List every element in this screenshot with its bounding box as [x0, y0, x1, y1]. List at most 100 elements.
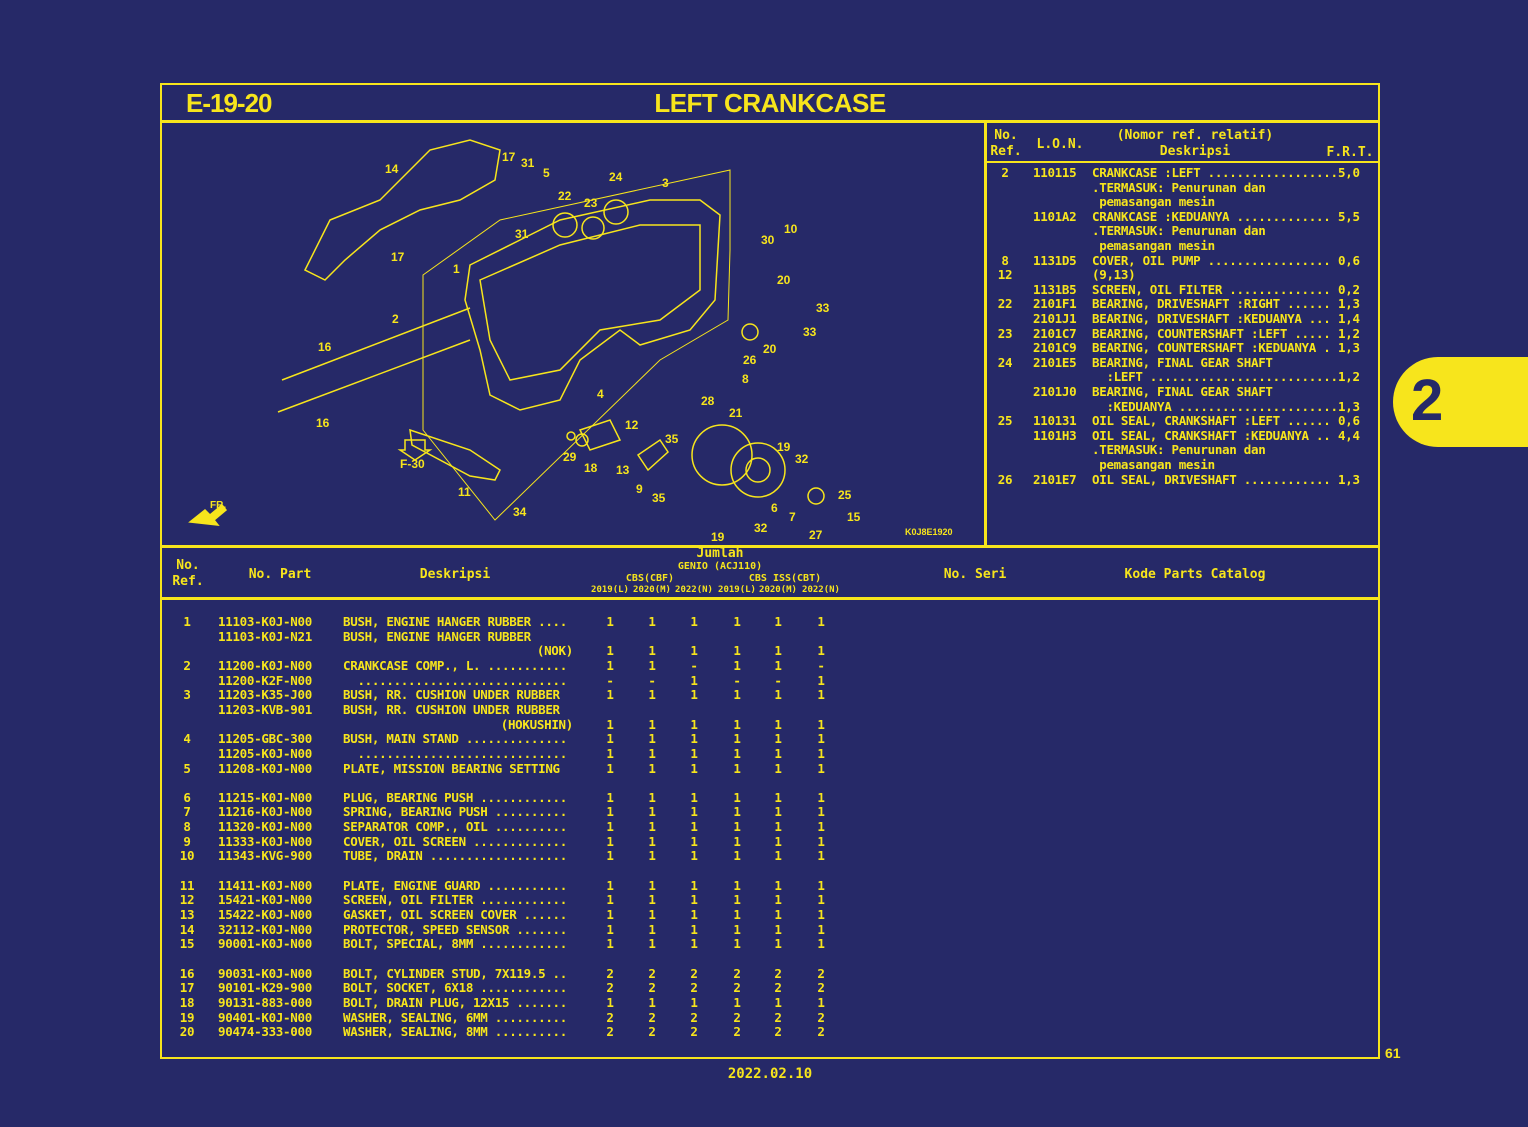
frt-ref: 22 [997, 296, 1013, 312]
callout-label: 35 [665, 432, 679, 446]
part-qty: 1 [733, 907, 741, 922]
frt-lon: 1131B5 [1033, 281, 1077, 297]
part-ref: 5 [183, 760, 191, 776]
year-header: 2022(N) [802, 585, 840, 595]
frt-desc: OIL SEAL, CRANKSHAFT :KEDUANYA .. [1092, 427, 1331, 443]
part-qty: 2 [733, 1009, 741, 1025]
part-number: 90001-K0J-N00 [218, 936, 312, 952]
part-qty: 1 [648, 936, 656, 952]
part-qty: 2 [690, 1024, 698, 1040]
part-qty: 1 [817, 848, 825, 864]
part-qty: 2 [690, 980, 698, 996]
frt-desc: (9,13) [1092, 267, 1136, 283]
callout-label: 8 [742, 372, 749, 386]
part-ref: 19 [179, 1009, 195, 1025]
engine-hanger [303, 139, 501, 281]
part-number: 11200-K2F-N00 [218, 672, 312, 688]
part-number: 11205-K0J-N00 [218, 745, 312, 761]
part-qty: 2 [817, 965, 825, 981]
frt-lon: 2101C7 [1033, 325, 1077, 341]
part-ref: 2 [183, 657, 191, 673]
part-qty: 1 [774, 614, 782, 629]
f30-arrow [397, 439, 433, 461]
part-desc: COVER, OIL SCREEN ............. [343, 833, 567, 849]
part-qty: 1 [733, 892, 741, 908]
part-qty: 2 [774, 965, 782, 981]
callout-label: 7 [789, 510, 796, 524]
callout-label: 1 [453, 262, 460, 276]
year-header: 2022(N) [675, 585, 713, 595]
callout-label: 15 [847, 510, 861, 524]
part-number: 11411-K0J-N00 [218, 877, 312, 893]
callout-label: 29 [563, 450, 577, 464]
callout-label: 19 [711, 530, 725, 544]
part-desc: ............................. [343, 745, 567, 761]
part-qty: 1 [690, 760, 698, 776]
parts-header-qty: Jumlah [696, 546, 744, 561]
frt-value: 0,6 [1338, 252, 1360, 268]
part-qty: 1 [606, 760, 614, 776]
callout-label: 28 [701, 394, 715, 408]
part-qty: 1 [774, 892, 782, 908]
frt-lon: 2101E5 [1033, 354, 1077, 370]
part-qty: 1 [606, 716, 614, 732]
part-qty: 1 [690, 848, 698, 864]
callout-label: 27 [809, 528, 823, 542]
parts-header-desc: Deskripsi [419, 567, 491, 582]
part-qty: 1 [733, 804, 741, 820]
callout-label: 32 [795, 452, 809, 466]
callout-label: 6 [771, 501, 778, 515]
frt-lon: 1131D5 [1033, 252, 1077, 268]
part-qty: 2 [606, 1009, 614, 1025]
callout-label: 24 [609, 170, 623, 184]
callout-label: 34 [513, 505, 527, 519]
part-qty: 1 [733, 819, 741, 835]
part-desc: BOLT, SPECIAL, 8MM ............ [343, 936, 567, 952]
parts-header-model: GENIO (ACJ110) [677, 561, 763, 572]
part-qty: 1 [606, 907, 614, 922]
part-qty: 1 [606, 745, 614, 761]
part-number: 11216-K0J-N00 [218, 804, 312, 820]
callout-label: 25 [838, 488, 852, 502]
part-qty: 1 [817, 907, 825, 922]
callout-label: 17 [391, 250, 405, 264]
part-ref: 12 [179, 892, 195, 908]
part-qty: 2 [648, 1024, 656, 1040]
callout-label: 18 [584, 461, 598, 475]
part-qty: 1 [606, 936, 614, 952]
callout-label: 10 [784, 222, 798, 236]
part-number: 90401-K0J-N00 [218, 1009, 312, 1025]
frt-lon: 110115 [1033, 165, 1077, 180]
part-desc: (HOKUSHIN) [500, 716, 574, 732]
section-tab[interactable]: 2 [1393, 357, 1528, 447]
frt-header-ref: No. Ref. [990, 128, 1022, 159]
part-qty: 1 [606, 877, 614, 893]
part-qty: 1 [690, 936, 698, 952]
part-qty: 1 [648, 687, 656, 703]
part-qty: 1 [606, 848, 614, 864]
front-arrow [188, 503, 228, 526]
part-qty: 1 [817, 760, 825, 776]
part-qty: 2 [606, 965, 614, 981]
page-title: LEFT CRANKCASE [654, 88, 886, 118]
part-qty: 1 [690, 994, 698, 1010]
part-qty: 1 [774, 745, 782, 761]
callout-label: 20 [777, 273, 791, 287]
callout-label: 31 [521, 156, 535, 170]
frt-desc: BEARING, COUNTERSHAFT :KEDUANYA . [1092, 340, 1331, 356]
oil-cover [636, 438, 669, 472]
callout-label: 26 [743, 353, 757, 367]
frt-desc: BEARING, FINAL GEAR SHAFT [1092, 384, 1273, 399]
part-qty: 2 [648, 1009, 656, 1025]
callout-label: 31 [515, 227, 529, 241]
part-qty: 1 [648, 789, 656, 805]
part-qty: 1 [648, 745, 656, 761]
part-desc: TUBE, DRAIN ................... [343, 848, 567, 864]
part-qty: 2 [690, 965, 698, 981]
frt-desc: :KEDUANYA ...................... [1092, 398, 1338, 414]
parts-header-serial: No. Seri [943, 567, 1007, 582]
part-qty: 1 [648, 921, 656, 937]
part-qty: - [733, 672, 741, 688]
crankcase-inner [479, 224, 701, 381]
part-qty: 1 [606, 687, 614, 703]
